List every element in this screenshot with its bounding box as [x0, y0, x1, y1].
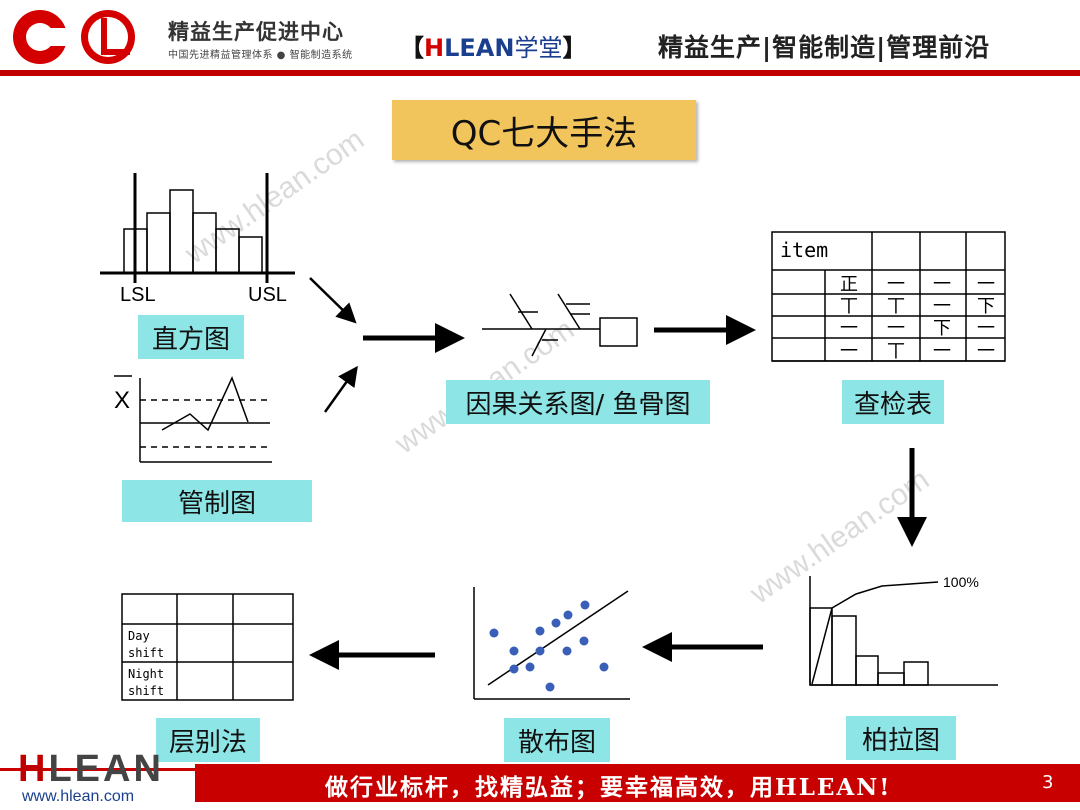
footer-bar	[195, 764, 1080, 802]
xbar-label: X	[114, 387, 130, 414]
scatter-point	[535, 626, 545, 636]
day-shift-label: Day	[128, 629, 150, 643]
tally-mark: 丅	[887, 296, 905, 317]
scatter-point	[563, 610, 573, 620]
tally-mark: 一	[933, 274, 951, 295]
flow-arrow-left	[642, 632, 763, 662]
flow-arrow-right	[654, 315, 756, 345]
day-shift-label: shift	[128, 646, 164, 660]
footer-logo: HLEAN	[18, 748, 164, 790]
scatter-point	[509, 664, 519, 674]
scatter-point	[551, 618, 561, 628]
scatter-point	[599, 662, 609, 672]
usl-label: USL	[248, 284, 287, 306]
flow-arrow-left	[309, 640, 435, 670]
fishbone-figure	[482, 293, 638, 357]
flow-arrow-down	[897, 448, 927, 547]
label-stratification: 层别法	[156, 718, 260, 762]
tally-mark: 一	[977, 274, 995, 295]
night-shift-label: shift	[128, 684, 164, 698]
org-subtitle: 中国先进精益管理体系 ● 智能制造系统	[168, 50, 353, 61]
footer-slogan: 做行业标杆，找精弘益；要幸福高效，用HLEAN!	[325, 774, 892, 801]
tally-mark: 一	[933, 341, 951, 362]
tally-mark: 一	[840, 341, 858, 362]
label-fishbone: 因果关系图/ 鱼骨图	[446, 380, 710, 424]
tally-mark: 正	[840, 274, 858, 295]
stratification-figure: Day shift Night shift	[121, 593, 294, 701]
arrow-icon	[309, 277, 357, 324]
header: 精益生产促进中心 中国先进精益管理体系 ● 智能制造系统 【HLEAN学堂】 精…	[0, 0, 1080, 80]
histogram-figure: LSL USL	[100, 173, 295, 306]
night-shift-label: Night	[128, 667, 164, 681]
tally-mark: 下	[933, 318, 951, 339]
scatter-point	[535, 646, 545, 656]
footer-url: www.hlean.com	[22, 788, 135, 805]
label-checksheet: 查检表	[842, 380, 944, 424]
scatter-point	[545, 682, 555, 692]
label-histogram: 直方图	[138, 315, 244, 359]
tally-mark: 一	[840, 318, 858, 339]
scatter-point	[562, 646, 572, 656]
tally-mark: 一	[887, 274, 905, 295]
tally-mark: 一	[977, 318, 995, 339]
footer-divider	[0, 768, 195, 771]
tally-mark: 丅	[840, 296, 858, 317]
arrow-icon	[323, 365, 358, 413]
pareto-percent-label: 100%	[943, 574, 979, 590]
lsl-label: LSL	[120, 284, 156, 306]
header-tagline: 精益生产|智能制造|管理前沿	[658, 33, 991, 62]
pareto-figure: 100%	[809, 574, 998, 686]
control-chart-figure: X	[114, 375, 272, 463]
tally-mark: 下	[977, 296, 995, 317]
flow-arrows-merge	[309, 277, 465, 413]
brand-name: 【HLEAN学堂】	[400, 34, 587, 62]
tally-mark: 丅	[887, 341, 905, 362]
header-divider	[0, 70, 1080, 76]
label-control-chart: 管制图	[122, 480, 312, 522]
checksheet-figure: item 正 一 一 一 丅 丅 一 下 一 一 下 一 一 丅 一 一	[771, 231, 1006, 362]
scatter-point	[580, 600, 590, 610]
scatter-point	[509, 646, 519, 656]
scatter-point	[489, 628, 499, 638]
org-name: 精益生产促进中心	[168, 20, 344, 44]
company-logo-icon	[13, 10, 135, 64]
scatter-point	[525, 662, 535, 672]
page-title: QC七大手法	[392, 100, 696, 160]
page-number: 3	[1042, 772, 1054, 793]
tally-mark: 一	[977, 341, 995, 362]
tally-mark: 一	[933, 296, 951, 317]
scatter-figure	[473, 587, 630, 700]
checksheet-header: item	[780, 238, 828, 262]
tally-mark: 一	[887, 318, 905, 339]
label-scatter: 散布图	[504, 718, 610, 762]
label-pareto: 柏拉图	[846, 716, 956, 760]
scatter-point	[579, 636, 589, 646]
